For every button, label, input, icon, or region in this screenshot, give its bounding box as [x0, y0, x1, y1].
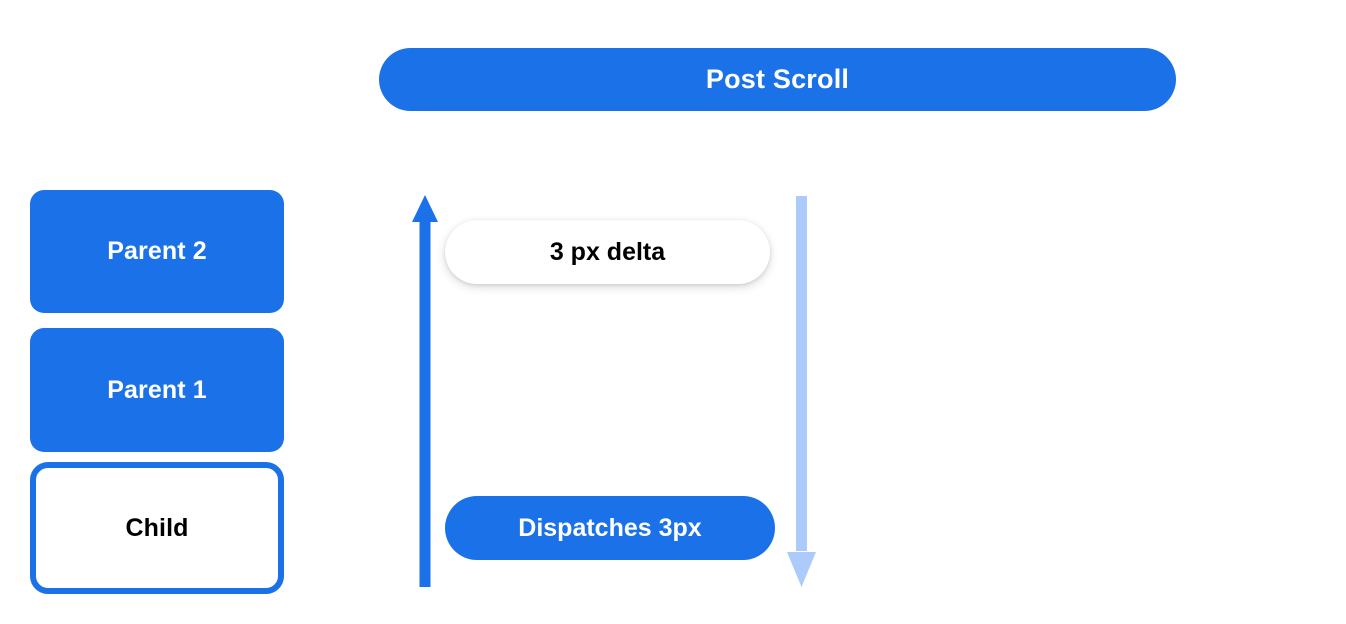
delta-pill-label: 3 px delta [549, 237, 666, 266]
post-scroll-banner-label: Post Scroll [705, 64, 850, 94]
stack-box-child: Child [30, 462, 284, 594]
stack-box-parent-1: Parent 1 [30, 328, 284, 452]
dispatches-pill: Dispatches 3px [445, 496, 775, 560]
stack-box-parent-1-label: Parent 1 [107, 375, 207, 404]
delta-pill: 3 px delta [445, 220, 770, 284]
stack-box-parent-2: Parent 2 [30, 190, 284, 313]
stack-box-child-label: Child [125, 513, 189, 542]
stack-box-parent-2-label: Parent 2 [107, 237, 207, 265]
arrow-down-icon [787, 196, 816, 587]
post-scroll-banner: Post Scroll [379, 48, 1176, 111]
dispatches-pill-label: Dispatches 3px [518, 513, 702, 542]
arrow-up-icon [412, 195, 438, 587]
